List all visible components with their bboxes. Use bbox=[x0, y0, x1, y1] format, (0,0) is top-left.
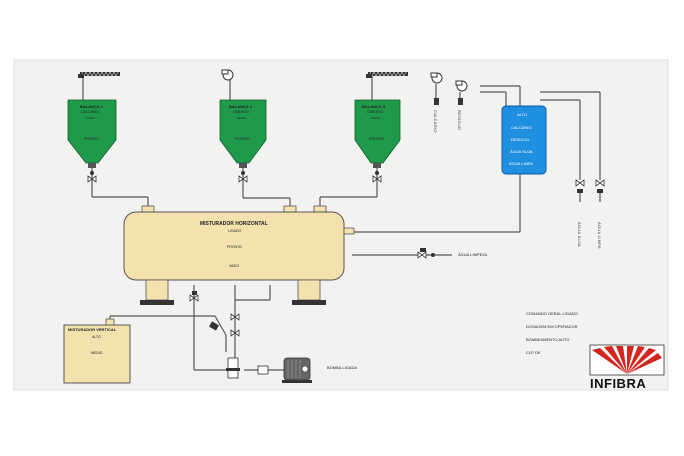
mixer-state: LIGADO bbox=[228, 229, 242, 233]
agua-limpeza-label: ÁGUA LIMPEZA bbox=[458, 252, 488, 257]
silo-1 bbox=[67, 99, 117, 168]
silo-2-state: VAZIO bbox=[237, 116, 246, 120]
silo-3-name: BALANÇA 3 bbox=[362, 104, 385, 109]
valve-actuator-icon bbox=[420, 248, 426, 252]
motor-icon bbox=[282, 357, 312, 383]
valve-body-icon bbox=[577, 189, 583, 193]
status-dosagem: DOSAGEM EM OPERADOR bbox=[526, 324, 578, 329]
silo-1-status: PRONTO bbox=[84, 137, 99, 141]
pipe-label-agua-limpa: ÁGUA LIMPA bbox=[597, 222, 602, 249]
status-bombeamento: BOMBEAMENTO AUTO bbox=[526, 337, 570, 342]
valve-icon bbox=[434, 98, 439, 105]
vertical-mixer-level-mid: MEDIO bbox=[91, 351, 103, 355]
vertical-mixer bbox=[63, 324, 131, 384]
silo-3-material: CIMENTO bbox=[367, 110, 384, 114]
silo-2 bbox=[219, 99, 267, 168]
vertical-mixer-inlet bbox=[105, 318, 115, 326]
valve-actuator-icon bbox=[209, 321, 219, 331]
mixer-title: MISTURADOR HORIZONTAL bbox=[200, 221, 268, 227]
inlet-label-calcario: CALCÁRIO bbox=[433, 110, 438, 133]
silo-1-state: VAZIO bbox=[86, 116, 95, 120]
tank-label-residuo: RESIDUO bbox=[511, 137, 530, 142]
tank-label-agua-suja: ÁGUA SUJA bbox=[510, 149, 533, 154]
silo-3-status: PRONTO bbox=[369, 137, 384, 141]
indicator-lamp bbox=[241, 171, 245, 175]
valve-icon bbox=[189, 251, 427, 337]
pump-icon bbox=[226, 357, 269, 379]
status-comando-geral: COMANDO GERAL LIGADO bbox=[526, 311, 578, 316]
silo-1-name: BALANÇA 1 bbox=[80, 104, 103, 109]
screw-conveyor-1 bbox=[78, 71, 120, 78]
indicator-lamp bbox=[90, 171, 94, 175]
pipe-network bbox=[82, 76, 601, 371]
blower-icon bbox=[221, 69, 234, 81]
pump-label: BOMBA LIGADA bbox=[327, 365, 358, 370]
horizontal-mixer bbox=[123, 205, 355, 305]
blower-icon bbox=[430, 72, 443, 84]
vertical-mixer-level-high: ALTO bbox=[92, 335, 101, 339]
valve-icon bbox=[87, 175, 605, 187]
silo-1-material: CALCÁRIO bbox=[81, 110, 99, 114]
blower-icon bbox=[455, 80, 468, 92]
silo-3-state: VAZIO bbox=[371, 116, 380, 120]
silo-2-status: PRONTO bbox=[235, 137, 250, 141]
indicator-lamp bbox=[431, 253, 435, 257]
infibra-logo-text: INFIBRA bbox=[590, 376, 647, 391]
tank-label-calcario: CALCÁRIO bbox=[511, 125, 532, 130]
mixer-status: PRONTO bbox=[227, 245, 242, 249]
silo-3 bbox=[354, 99, 401, 168]
infibra-logo-mark bbox=[589, 344, 665, 376]
screw-conveyor-2 bbox=[366, 71, 408, 78]
status-clp: CLP OK bbox=[526, 350, 541, 355]
silo-2-material: CIMENTO bbox=[233, 110, 250, 114]
tank-label-agua-limpa: ÁGUA LIMPA bbox=[509, 161, 533, 166]
silo-2-name: BALANÇA 2 bbox=[229, 104, 252, 109]
inlet-label-residuo: RESÍDUO bbox=[457, 110, 462, 131]
tank-label-alto: ALTO bbox=[517, 112, 528, 117]
indicator-lamp bbox=[375, 171, 379, 175]
vertical-mixer-title: MISTURADOR VERTICAL bbox=[68, 327, 117, 332]
valve-body-icon bbox=[597, 189, 603, 193]
water-tank bbox=[501, 105, 547, 175]
valve-actuator-icon bbox=[192, 291, 197, 295]
pipe-label-agua-suja: ÁGUA SUJA bbox=[577, 222, 582, 248]
mixer-level: VAZIO bbox=[229, 264, 240, 268]
valve-icon bbox=[458, 98, 463, 105]
